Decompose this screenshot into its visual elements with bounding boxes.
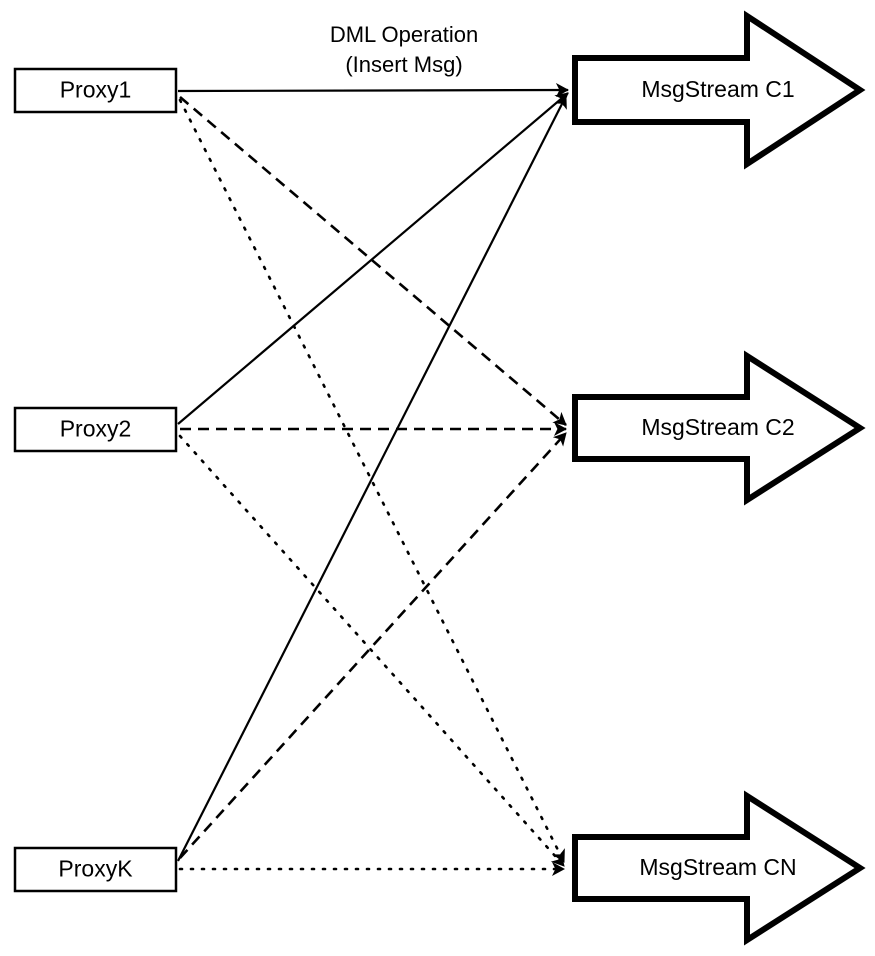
node-msgstream-cn[interactable]: MsgStream CN	[572, 790, 866, 946]
link-proxy2-to-cn	[178, 434, 566, 868]
link-group	[177, 83, 569, 876]
link-proxy1-to-c1	[177, 83, 569, 98]
msgstream-c2-arrow-shape[interactable]	[572, 350, 866, 506]
edge-label-line2: (Insert Msg)	[345, 52, 462, 77]
edge-label-dml-operation: DML Operation (Insert Msg)	[330, 22, 478, 77]
proxy1-label: Proxy1	[60, 77, 132, 103]
link-proxyk-to-c1	[177, 95, 567, 862]
msgstream-cn-arrow-shape[interactable]	[572, 790, 866, 946]
link-proxy2-to-c1	[177, 92, 569, 425]
msgstream-c1-arrow-shape[interactable]	[572, 10, 866, 170]
proxyk-box[interactable]	[13, 846, 178, 893]
node-msgstream-c1[interactable]: MsgStream C1	[572, 10, 866, 170]
proxy2-box[interactable]	[13, 406, 178, 453]
node-proxyk[interactable]: ProxyK	[13, 846, 178, 893]
node-proxy1[interactable]: Proxy1	[13, 67, 178, 114]
msgstream-c2-label: MsgStream C2	[641, 414, 794, 440]
msgstream-cn-label: MsgStream CN	[639, 854, 796, 880]
link-proxy1-to-cn	[178, 98, 566, 864]
proxyk-label: ProxyK	[58, 856, 133, 882]
proxy1-box[interactable]	[13, 67, 178, 114]
proxy2-label: Proxy2	[60, 416, 132, 442]
link-proxy1-to-c2	[179, 96, 567, 426]
msgstream-c1-label: MsgStream C1	[641, 76, 794, 102]
edge-label-line1: DML Operation	[330, 22, 478, 47]
link-proxyk-to-c2	[179, 432, 567, 859]
node-proxy2[interactable]: Proxy2	[13, 406, 178, 453]
node-msgstream-c2[interactable]: MsgStream C2	[572, 350, 866, 506]
